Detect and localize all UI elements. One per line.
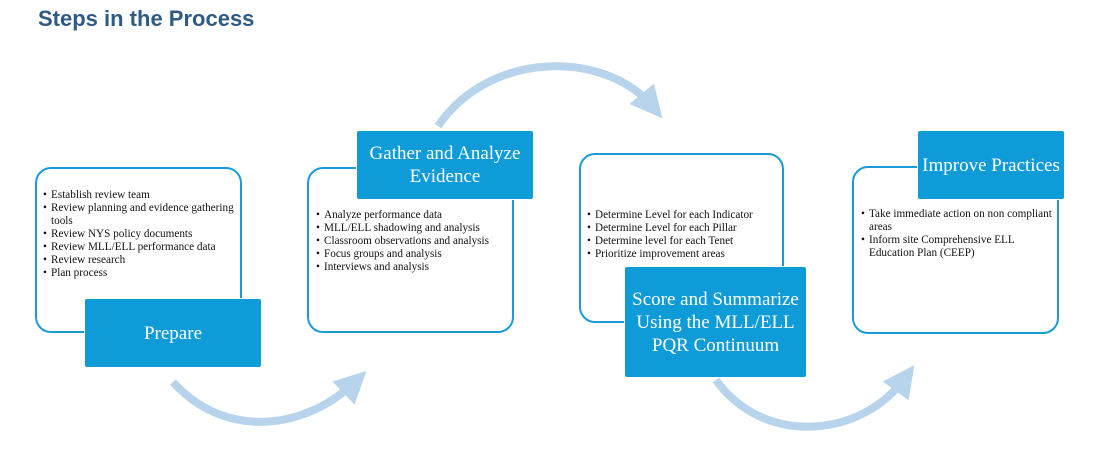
list-item: Determine level for each Tenet <box>587 235 780 248</box>
list-item: Determine Level for each Indicator <box>587 209 780 222</box>
list-item: Interviews and analysis <box>316 261 510 274</box>
list-item: Plan process <box>43 267 238 280</box>
list-item: Prioritize improvement areas <box>587 248 780 261</box>
list-item: Review research <box>43 254 238 267</box>
page-title: Steps in the Process <box>38 6 255 31</box>
list-item: Classroom observations and analysis <box>316 235 510 248</box>
list-item: Inform site Comprehensive ELL Education … <box>861 234 1055 260</box>
arrow-prepare-to-gather <box>170 370 367 426</box>
arrow-gather-to-score <box>434 62 663 129</box>
list-item: Establish review team <box>43 189 238 202</box>
list-item: Review planning and evidence gathering t… <box>43 202 238 228</box>
arrow-score-to-improve <box>712 365 915 431</box>
prepare-label: Prepare <box>84 298 262 368</box>
gather-label: Gather and Analyze Evidence <box>356 130 534 200</box>
list-item: MLL/ELL shadowing and analysis <box>316 222 510 235</box>
list-item: Focus groups and analysis <box>316 248 510 261</box>
list-item: Analyze performance data <box>316 209 510 222</box>
improve-label: Improve Practices <box>917 130 1065 200</box>
list-item: Take immediate action on non compliant a… <box>861 208 1055 234</box>
list-item: Determine Level for each Pillar <box>587 222 780 235</box>
list-item: Review MLL/ELL performance data <box>43 241 238 254</box>
score-label: Score and Summarize Using the MLL/ELL PQ… <box>624 266 807 378</box>
list-item: Review NYS policy documents <box>43 228 238 241</box>
